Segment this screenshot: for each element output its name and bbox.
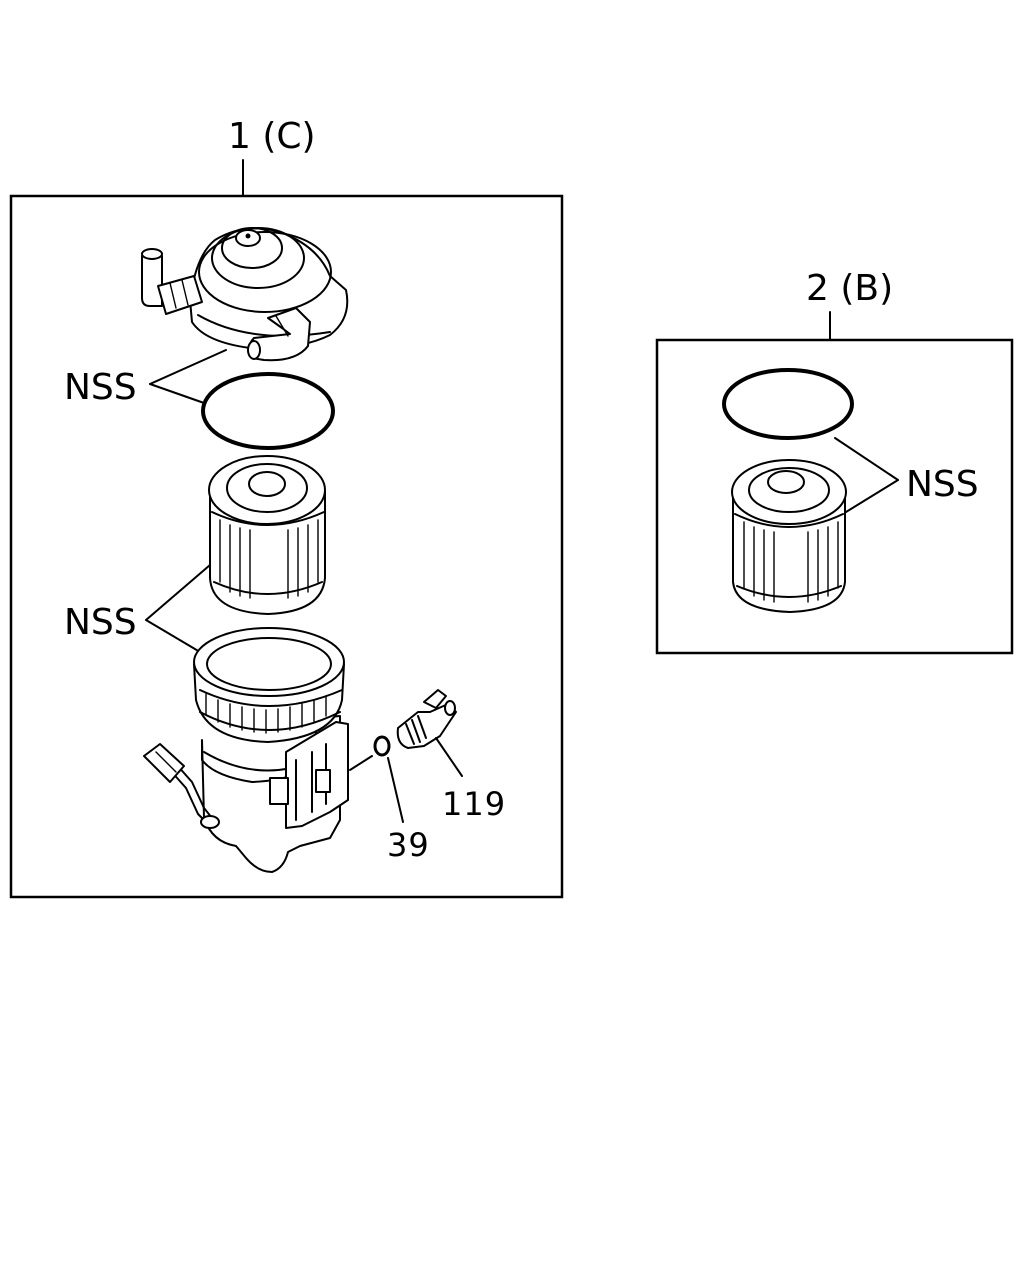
kit-b-assembly: 2 (B) NSS	[655, 268, 1014, 655]
callout-head-ring-label: NSS	[64, 367, 137, 408]
kit-c-frame	[9, 194, 564, 899]
filter-element-b	[731, 459, 847, 613]
callout-head-ring: NSS	[64, 349, 227, 408]
sensor-119-label: 119	[442, 785, 506, 823]
kit-c-label: 1 (C)	[228, 116, 316, 157]
kit-b-frame	[655, 338, 1014, 655]
o-ring-b	[722, 368, 854, 440]
kit-b-label: 2 (B)	[806, 268, 893, 309]
washer-39-label: 39	[387, 826, 430, 864]
sensor-119: 119	[396, 689, 506, 823]
filter-head	[141, 227, 349, 362]
washer-39-ring	[373, 735, 391, 757]
callout-element-bowl: NSS	[64, 564, 211, 653]
washer-39: 39	[349, 735, 430, 864]
callout-ring-element-b: NSS	[834, 437, 979, 513]
o-ring-c	[201, 372, 335, 450]
filter-element-c	[208, 455, 326, 615]
callout-ring-element-b-label: NSS	[906, 464, 979, 505]
callout-element-bowl-label: NSS	[64, 602, 137, 643]
filter-bowl	[143, 627, 349, 873]
kit-c-assembly: 1 (C) NSS	[9, 116, 564, 899]
